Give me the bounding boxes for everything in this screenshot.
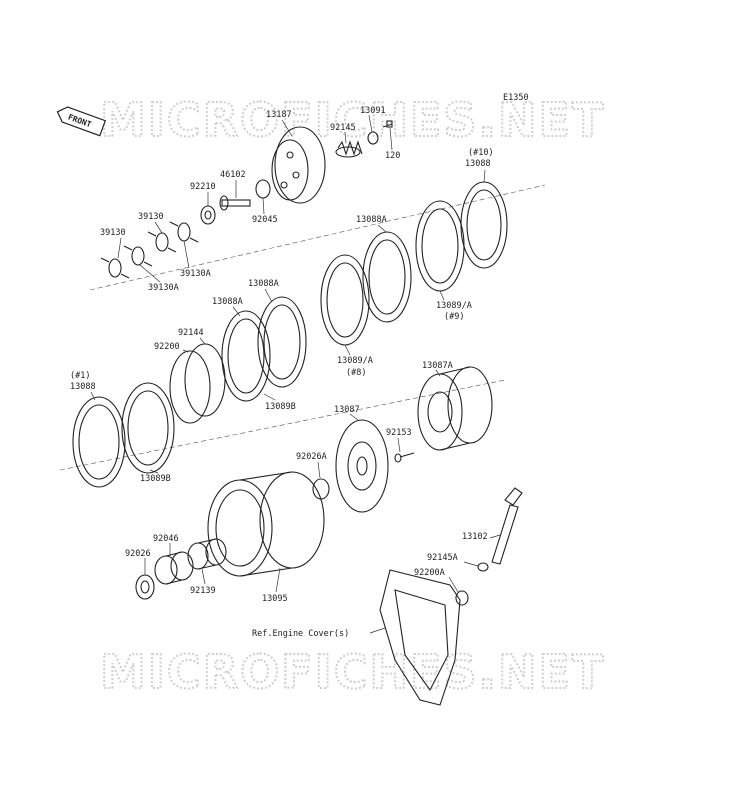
- push-rod-part: [219, 195, 251, 211]
- circlip-part: [477, 562, 489, 572]
- label-13089A-8[interactable]: 13089/A: [337, 356, 373, 366]
- friction-plate-upper-part: [362, 231, 412, 323]
- nut-part: [200, 205, 216, 225]
- bolt-part: [367, 120, 393, 145]
- label-13088-top[interactable]: 13088: [465, 159, 491, 169]
- axis-line-upper: [89, 184, 546, 291]
- label-13095[interactable]: 13095: [262, 594, 288, 604]
- label-13102[interactable]: 13102: [462, 532, 488, 542]
- label-92139[interactable]: 92139: [190, 586, 216, 596]
- label-note-8: (#8): [346, 368, 366, 378]
- bearing-92045-part: [255, 179, 271, 199]
- friction-plate-10-part: [460, 181, 508, 269]
- cam-plate-3-part: [123, 245, 153, 267]
- label-39130-b[interactable]: 39130: [100, 228, 126, 238]
- label-92210[interactable]: 92210: [190, 182, 216, 192]
- label-92026[interactable]: 92026: [125, 549, 151, 559]
- label-39130-a[interactable]: 39130: [138, 212, 164, 222]
- label-92045[interactable]: 92045: [252, 215, 278, 225]
- label-13088A-top[interactable]: 13088A: [356, 215, 387, 225]
- washer-92026-part: [135, 574, 155, 600]
- label-note-1: (#1): [70, 371, 90, 381]
- ring-92144-part: [184, 343, 226, 417]
- label-92200[interactable]: 92200: [154, 342, 180, 352]
- cam-plate-4-part: [100, 257, 130, 279]
- washer-92026A-part: [312, 478, 330, 500]
- sleeve-part: [187, 538, 227, 570]
- operating-plate-part: [335, 419, 389, 513]
- friction-plate-lower-part: [221, 310, 271, 402]
- engine-cover-reference-label[interactable]: Ref.Engine Cover(s): [252, 629, 349, 639]
- watermark-top: MICROFICHES.NET: [100, 93, 605, 147]
- label-13089B-mid[interactable]: 13089B: [265, 402, 296, 412]
- label-92153[interactable]: 92153: [386, 428, 412, 438]
- watermark-bottom: MICROFICHES.NET: [100, 645, 605, 699]
- steel-plate-8-part: [320, 254, 370, 346]
- label-92145[interactable]: 92145: [330, 123, 356, 133]
- steel-plate-1-part: [121, 382, 175, 474]
- steel-plate-9-part: [415, 200, 465, 292]
- release-shaft-part: [491, 487, 523, 565]
- engine-cover-part: [379, 569, 461, 706]
- label-39130A-b[interactable]: 39130A: [148, 283, 179, 293]
- label-92026A[interactable]: 92026A: [296, 452, 327, 462]
- label-13088A-left[interactable]: 13088A: [212, 297, 243, 307]
- label-92144[interactable]: 92144: [178, 328, 204, 338]
- needle-bearing-part: [154, 551, 194, 585]
- cam-plate-2-part: [147, 231, 177, 253]
- cam-plate-1-part: [169, 221, 199, 243]
- label-92046[interactable]: 92046: [153, 534, 179, 544]
- ring-92200-part: [169, 350, 211, 424]
- friction-plate-1-part: [72, 396, 126, 488]
- spring-part: [335, 140, 363, 158]
- pressure-plate-part: [271, 126, 326, 204]
- label-13089A-9[interactable]: 13089/A: [436, 301, 472, 311]
- label-note-9: (#9): [444, 312, 464, 322]
- label-39130A-a[interactable]: 39130A: [180, 269, 211, 279]
- leader-lines: [90, 114, 501, 634]
- label-46102[interactable]: 46102: [220, 170, 246, 180]
- oil-seal-part: [455, 590, 469, 606]
- clutch-housing-part: [207, 471, 325, 577]
- label-92200A[interactable]: 92200A: [414, 568, 445, 578]
- pin-part: [394, 452, 415, 463]
- diagram-code: E1350: [503, 93, 529, 103]
- label-13088A-mid[interactable]: 13088A: [248, 279, 279, 289]
- label-13088-left[interactable]: 13088: [70, 382, 96, 392]
- label-note-10: (#10): [468, 148, 494, 158]
- label-13091[interactable]: 13091: [360, 106, 386, 116]
- label-92145A[interactable]: 92145A: [427, 553, 458, 563]
- clutch-hub-part: [417, 366, 493, 451]
- axis-line-lower: [59, 379, 506, 471]
- label-13087A[interactable]: 13087A: [422, 361, 453, 371]
- label-120[interactable]: 120: [385, 151, 400, 161]
- label-13089B-left[interactable]: 13089B: [140, 474, 171, 484]
- front-arrow-icon: FRONT: [56, 106, 107, 137]
- friction-plate-middle-part: [257, 296, 307, 388]
- label-13187[interactable]: 13187: [266, 110, 292, 120]
- label-13087[interactable]: 13087: [334, 405, 360, 415]
